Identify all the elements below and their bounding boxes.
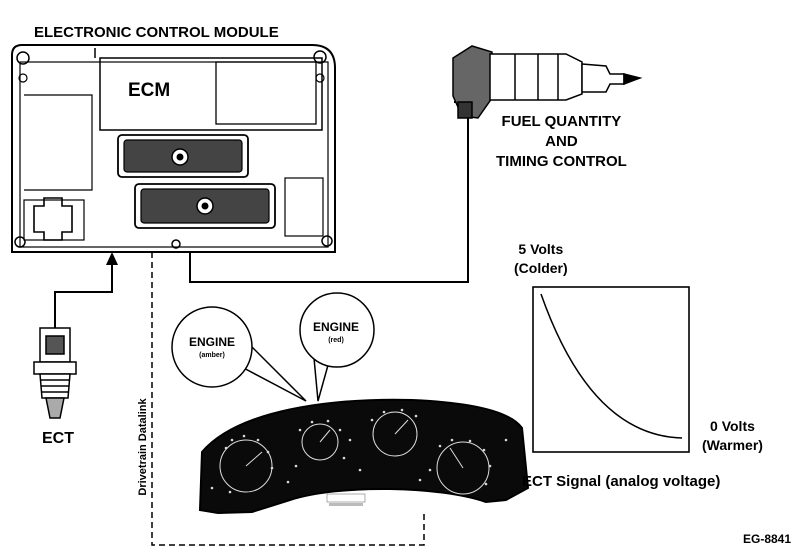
ect-sensor — [33, 327, 77, 419]
engine-amber-label: ENGINE — [188, 335, 235, 349]
voltage-high-label: 5 Volts (Colder) — [514, 240, 568, 278]
datalink-label: Drivetrain Datalink — [137, 398, 149, 496]
callout-engine-red — [299, 292, 375, 402]
signal-caption: ECT Signal (analog voltage) — [522, 473, 721, 490]
fuel-injector — [452, 45, 643, 119]
datalink-wire — [151, 252, 425, 546]
volts-low-value: 0 Volts — [710, 418, 755, 434]
engine-amber-note: (amber) — [199, 352, 225, 359]
fuel-control-label: FUEL QUANTITY AND TIMING CONTROL — [496, 112, 627, 172]
instrument-cluster — [198, 398, 530, 515]
engine-red-note: (red) — [328, 337, 344, 344]
engine-red-indicator: ENGINE (red) — [298, 320, 374, 344]
voltage-low-label: 0 Volts (Warmer) — [702, 417, 763, 455]
ecm-label: ECM — [128, 80, 171, 101]
ecm-module — [11, 44, 336, 253]
volts-low-note: (Warmer) — [702, 437, 763, 453]
fuel-label-line2: AND — [545, 133, 578, 150]
ect-label: ECT — [42, 430, 74, 447]
figure-reference: EG-8841 — [743, 532, 792, 546]
callout-engine-amber — [171, 306, 307, 402]
ect-signal-graph — [532, 286, 690, 453]
engine-red-label: ENGINE — [312, 320, 359, 334]
volts-high-note: (Colder) — [514, 260, 568, 276]
fuel-label-line1: FUEL QUANTITY — [501, 113, 622, 130]
engine-amber-indicator: ENGINE (amber) — [174, 335, 250, 359]
fuel-label-line3: TIMING CONTROL — [496, 153, 627, 170]
volts-high-value: 5 Volts — [518, 241, 564, 257]
ecm-title: ELECTRONIC CONTROL MODULE — [34, 24, 279, 41]
